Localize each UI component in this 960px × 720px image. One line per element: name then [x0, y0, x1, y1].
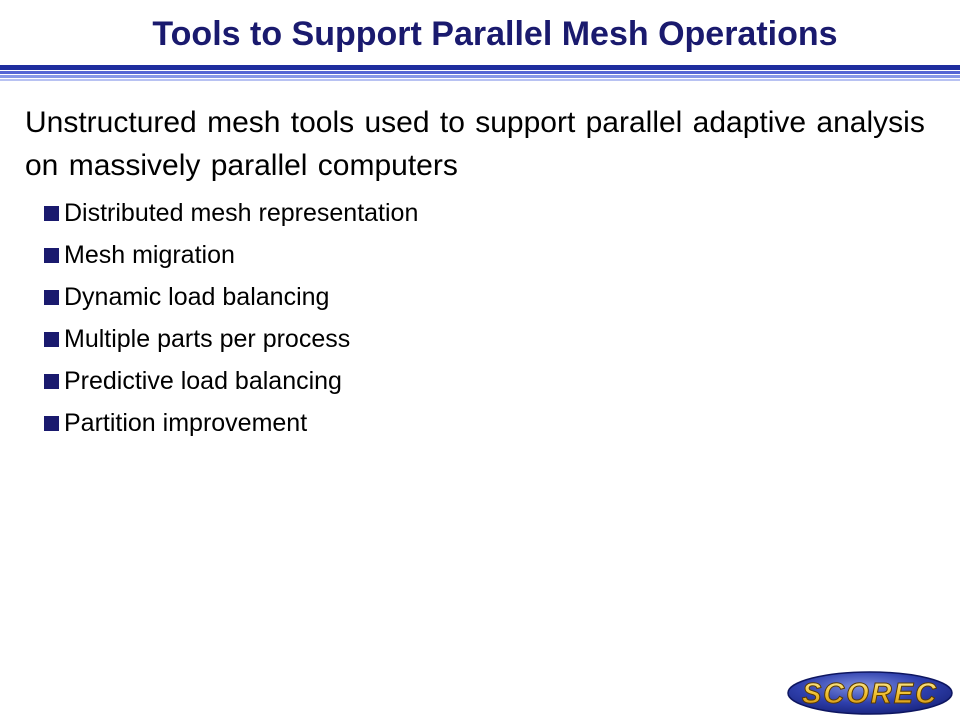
scorec-logo: SCOREC [787, 671, 953, 715]
square-bullet-icon [44, 289, 59, 305]
bullet-item: Distributed mesh representation [44, 192, 418, 234]
bullet-text: Predictive load balancing [64, 366, 342, 395]
square-bullet-icon [44, 331, 59, 347]
bullet-item: Partition improvement [44, 402, 418, 444]
bullet-item: Mesh migration [44, 234, 418, 276]
logo-oval [787, 671, 953, 715]
square-bullet-icon [44, 205, 59, 221]
bullet-text: Distributed mesh representation [64, 198, 419, 227]
slide-title: Tools to Support Parallel Mesh Operation… [152, 15, 838, 53]
divider-band [0, 71, 960, 74]
bullet-list: Distributed mesh representation Mesh mig… [44, 192, 418, 444]
lead-text: Unstructured mesh tools used to support … [25, 106, 925, 182]
bullet-item: Multiple parts per process [44, 318, 418, 360]
bullet-text: Dynamic load balancing [64, 282, 330, 311]
square-bullet-icon [44, 247, 59, 263]
bullet-text: Multiple parts per process [64, 324, 351, 353]
bullet-item: Dynamic load balancing [44, 276, 418, 318]
bullet-item: Predictive load balancing [44, 360, 418, 402]
divider-band [0, 65, 960, 70]
divider-band [0, 79, 960, 81]
bullet-text: Mesh migration [64, 240, 235, 269]
square-bullet-icon [44, 373, 59, 389]
logo-text: SCOREC [802, 678, 938, 710]
square-bullet-icon [44, 415, 59, 431]
bullet-text: Partition improvement [64, 408, 308, 437]
divider-band [0, 75, 960, 78]
title-divider [0, 65, 960, 85]
